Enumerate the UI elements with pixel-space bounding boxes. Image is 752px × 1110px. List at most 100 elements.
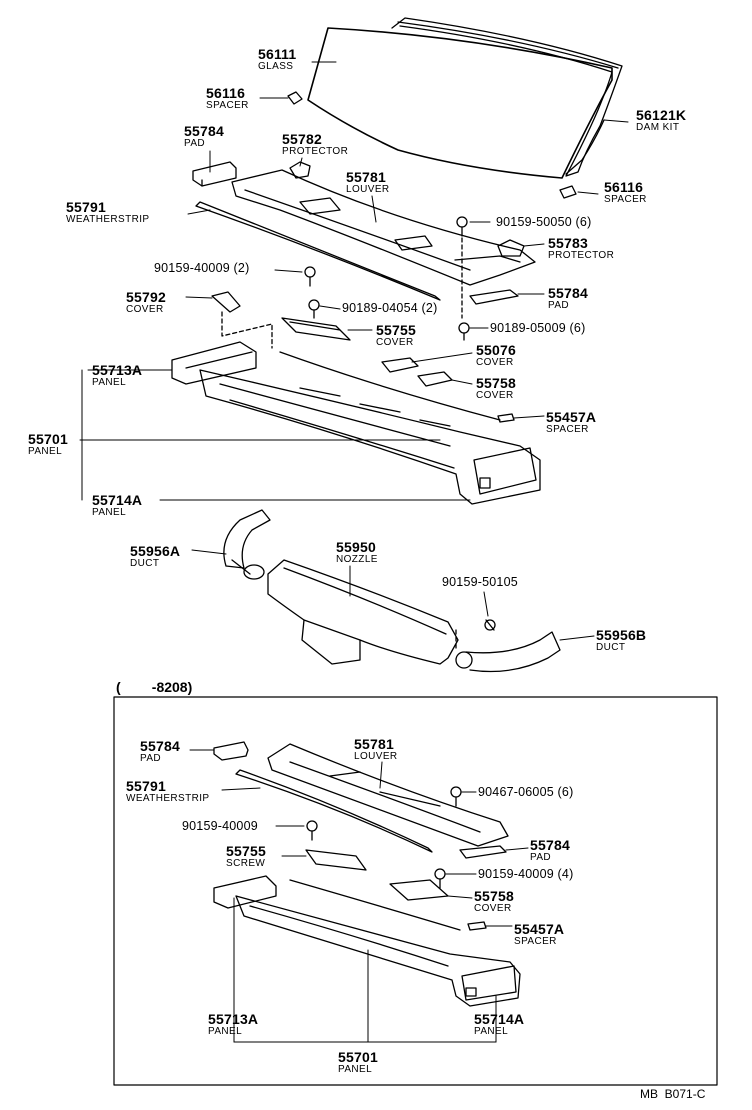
part-name: PAD <box>530 852 552 863</box>
callout-bolt: 90159-50105 <box>442 576 518 589</box>
applicability-range: ( -8208) <box>116 679 193 695</box>
part-number: 55783 <box>548 235 588 251</box>
callout-weatherstrip: 55791 WEATHERSTRIP <box>66 200 150 225</box>
part-name: SPACER <box>546 424 589 435</box>
part-number: 90189-05009 (6) <box>490 321 586 335</box>
part-number: 90189-04054 (2) <box>342 301 438 315</box>
part-number: 55781 <box>354 736 394 752</box>
callout-bolt: 90159-40009 (2) <box>154 262 249 275</box>
leader-lines <box>189 749 529 1043</box>
part-number: 56116 <box>206 85 246 101</box>
part-name: DUCT <box>130 558 160 569</box>
nozzle-part <box>267 559 459 665</box>
callout-bolt: 90159-40009 (4) <box>478 868 573 881</box>
callout-panel: 55713A PANEL <box>208 1012 258 1037</box>
louver-part <box>267 743 509 847</box>
callout-screw: 55755 SCREW <box>226 844 266 869</box>
callout-pad: 55784 PAD <box>140 739 180 764</box>
part-number: 55784 <box>140 738 180 754</box>
part-name: PAD <box>140 753 162 764</box>
callout-pad: 55784 PAD <box>184 124 224 149</box>
callout-protector: 55783 PROTECTOR <box>548 236 614 261</box>
cowl-panel <box>171 341 541 505</box>
part-number: 55791 <box>66 199 106 215</box>
part-number: 55701 <box>338 1049 378 1065</box>
part-number: 55758 <box>474 888 514 904</box>
bolt-part <box>304 216 496 631</box>
callout-panel: 55713A PANEL <box>92 363 142 388</box>
callout-protector: 55782 PROTECTOR <box>282 132 348 157</box>
screw-part <box>305 849 367 871</box>
part-number: 55713A <box>208 1011 259 1027</box>
callout-cover: 55758 COVER <box>474 889 514 914</box>
part-name: PAD <box>548 300 570 311</box>
part-number: 55713A <box>92 362 143 378</box>
part-name: SCREW <box>226 858 266 869</box>
part-number: 55781 <box>346 169 386 185</box>
part-number: 55758 <box>476 375 516 391</box>
duct-part <box>223 509 271 580</box>
callout-nozzle: 55950 NOZZLE <box>336 540 378 565</box>
spacer-part <box>287 91 303 105</box>
callout-cover: 55758 COVER <box>476 376 516 401</box>
part-name: PROTECTOR <box>282 146 349 157</box>
callout-clip: 90189-04054 (2) <box>342 302 437 315</box>
part-number: 55714A <box>474 1011 525 1027</box>
cowl-panel <box>213 875 521 1007</box>
spacer-part <box>467 921 487 931</box>
part-number: 90159-50050 (6) <box>496 215 592 229</box>
part-name: LOUVER <box>354 751 398 762</box>
part-name: PANEL <box>28 446 63 457</box>
part-name: SPACER <box>206 100 249 111</box>
part-name: DAM KIT <box>636 122 680 133</box>
part-name: PANEL <box>208 1026 243 1037</box>
callout-pad: 55784 PAD <box>548 286 588 311</box>
protector-part <box>497 239 525 257</box>
weatherstrip-part <box>235 769 433 853</box>
cover-part <box>211 291 241 313</box>
bolt-part <box>306 786 462 889</box>
part-number: 55784 <box>184 123 224 139</box>
part-number: 55792 <box>126 289 166 305</box>
part-number: 90467-06005 (6) <box>478 785 574 799</box>
part-name: WEATHERSTRIP <box>126 793 210 804</box>
callout-panel: 55714A PANEL <box>92 493 142 518</box>
part-number: 55950 <box>336 539 376 555</box>
callout-clip: 90189-05009 (6) <box>490 322 585 335</box>
callout-panel: 55714A PANEL <box>474 1012 524 1037</box>
part-number: 55755 <box>376 322 416 338</box>
pad-part <box>213 741 249 761</box>
callout-dam-kit: 56121K DAM KIT <box>636 108 686 133</box>
part-number: 55956A <box>130 543 181 559</box>
part-name: COVER <box>474 903 512 914</box>
part-name: WEATHERSTRIP <box>66 214 150 225</box>
callout-bolt: 90159-50050 (6) <box>496 216 591 229</box>
part-number: 56111 <box>258 46 297 62</box>
dam-kit-part <box>565 119 605 175</box>
part-name: DUCT <box>596 642 626 653</box>
variant-frame <box>113 696 718 1086</box>
callout-duct: 55956B DUCT <box>596 628 646 653</box>
part-name: NOZZLE <box>336 554 378 565</box>
part-number: 90159-40009 (2) <box>154 261 250 275</box>
callout-bolt: 90159-40009 <box>182 820 258 833</box>
cover-part <box>389 879 449 901</box>
callout-spacer: 56116 SPACER <box>206 86 249 111</box>
diagram-code: MB B071-C <box>640 1087 706 1101</box>
callout-duct: 55956A DUCT <box>130 544 180 569</box>
part-name: LOUVER <box>346 184 390 195</box>
part-number: 55784 <box>530 837 570 853</box>
part-number: 55956B <box>596 627 647 643</box>
part-number: 55714A <box>92 492 143 508</box>
callout-cover: 55792 COVER <box>126 290 166 315</box>
part-name: COVER <box>476 390 514 401</box>
callout-glass: 56111 GLASS <box>258 47 296 72</box>
part-number: 90159-50105 <box>442 575 518 589</box>
windshield-glass <box>307 17 623 179</box>
pad-part <box>469 289 519 305</box>
cover-part <box>381 357 453 387</box>
part-number: 56121K <box>636 107 687 123</box>
part-name: SPACER <box>514 936 557 947</box>
